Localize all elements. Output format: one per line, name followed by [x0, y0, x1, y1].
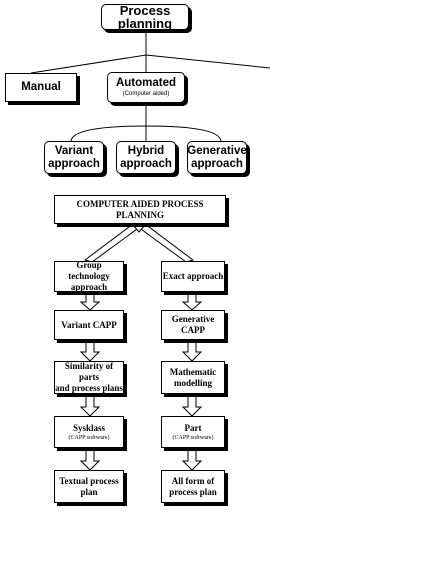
right-step-3-line1: Mathematic: [169, 366, 217, 377]
left-step-4-label: Sysklass: [72, 422, 106, 433]
right-step-2-line2: CAPP: [181, 325, 205, 335]
left-step-1-box: Group technology approach: [54, 260, 124, 292]
right-step-5-line1: All form of: [171, 475, 215, 486]
arrow-left-1: [79, 291, 101, 311]
connector-to-manual: [30, 54, 147, 74]
right-step-3-box: Mathematic modelling: [161, 361, 225, 394]
left-step-1-line2: approach: [70, 282, 108, 292]
right-step-5-box: All form of process plan: [161, 470, 225, 503]
connector-to-right-branch: [145, 54, 271, 69]
right-step-1-label: Exact approach: [162, 271, 224, 281]
split-arrow-joint: [130, 223, 148, 233]
generative-approach-box: Generative approach: [187, 141, 247, 174]
left-step-1-line1: Group technology: [68, 260, 110, 281]
right-step-1-box: Exact approach: [161, 261, 225, 292]
hybrid-approach-line1: Hybrid: [127, 144, 165, 157]
left-step-2-label: Variant CAPP: [61, 319, 117, 330]
right-step-2-line1: Generative: [171, 314, 215, 324]
generative-approach-line2: approach: [191, 157, 243, 170]
flow-arrows: [79, 291, 203, 471]
variant-approach-line1: Variant: [54, 144, 94, 157]
arrow-right-1: [181, 291, 203, 311]
right-step-4-box: Part (CAPP software): [161, 416, 225, 448]
left-step-5-line2: plan: [80, 486, 98, 497]
process-planning-box: Process planning: [101, 4, 189, 30]
manual-label: Manual: [21, 81, 61, 93]
left-step-3-line1: Similarity of parts: [64, 361, 114, 382]
automated-sublabel: (Computer aided): [122, 91, 170, 97]
arrow-left-4: [79, 447, 101, 471]
hybrid-approach-box: Hybrid approach: [116, 141, 176, 174]
hybrid-approach-line2: approach: [120, 157, 172, 170]
process-planning-label: Process planning: [117, 3, 173, 31]
right-step-2-box: Generative CAPP: [161, 310, 225, 340]
left-step-5-box: Textual process plan: [54, 470, 124, 503]
automated-box: Automated (Computer aided): [107, 72, 185, 103]
capp-title: COMPUTER AIDED PROCESS PLANNING: [76, 198, 204, 220]
manual-box: Manual: [5, 73, 77, 102]
left-step-3-line2: and process plans: [55, 383, 123, 393]
capp-title-box: COMPUTER AIDED PROCESS PLANNING: [54, 195, 226, 224]
arrow-right-4: [181, 447, 203, 471]
right-step-4-label: Part: [184, 422, 202, 433]
left-step-2-box: Variant CAPP: [54, 310, 124, 340]
arrow-left-3: [79, 393, 101, 417]
variant-approach-line2: approach: [48, 157, 100, 170]
left-step-5-line1: Textual process: [59, 475, 119, 486]
generative-approach-line1: Generative: [187, 144, 247, 157]
arrow-right-2: [181, 339, 203, 362]
automated-label: Automated: [115, 77, 177, 89]
right-step-5-line2: process plan: [169, 486, 217, 497]
capp-split-arrows: [83, 220, 195, 263]
left-step-4-box: Sysklass (CAPP software): [54, 416, 124, 448]
arrow-right-3: [181, 393, 203, 417]
arrow-left-2: [79, 339, 101, 362]
left-step-3-box: Similarity of parts and process plans: [54, 361, 124, 394]
right-step-3-line2: modelling: [173, 377, 212, 388]
left-step-4-sublabel: (CAPP software): [68, 434, 110, 441]
right-step-4-sublabel: (CAPP software): [172, 434, 214, 441]
variant-approach-box: Variant approach: [44, 141, 104, 174]
